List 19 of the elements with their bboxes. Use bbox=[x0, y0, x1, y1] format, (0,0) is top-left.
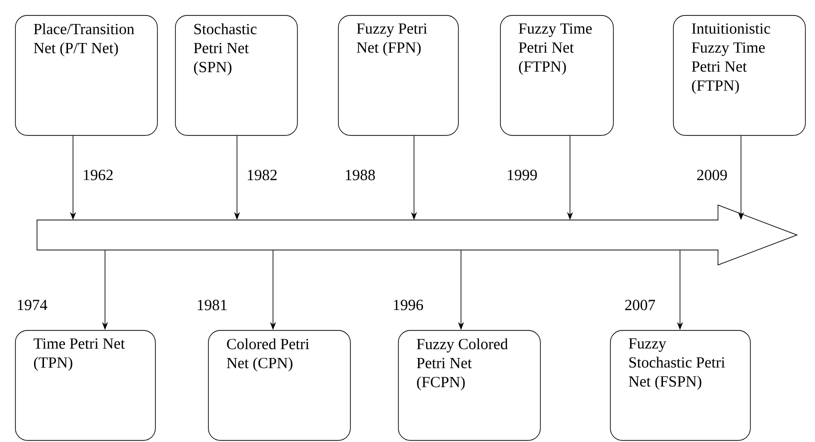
year-label: 2007 bbox=[625, 300, 656, 310]
year-label: 1962 bbox=[84, 170, 113, 180]
year-label: 1996 bbox=[394, 300, 424, 310]
year-label: 1988 bbox=[346, 170, 375, 180]
event-box: Intuitionistic Fuzzy Time Petri Net (FTPN) bbox=[673, 15, 806, 136]
event-box: Stochastic Petri Net (SPN) bbox=[175, 15, 298, 136]
event-box: Time Petri Net (TPN) bbox=[15, 330, 156, 441]
event-box: Place/Transition Net (P/T Net) bbox=[15, 15, 158, 136]
year-label: 1974 bbox=[18, 300, 48, 310]
event-box: Fuzzy Time Petri Net (FTPN) bbox=[500, 15, 614, 136]
year-label: 2009 bbox=[697, 170, 727, 180]
event-box: Colored Petri Net (CPN) bbox=[208, 330, 351, 441]
year-label: 1999 bbox=[508, 170, 537, 180]
timeline-arrow bbox=[36, 204, 798, 266]
event-box: Fuzzy Colored Petri Net (FCPN) bbox=[398, 330, 541, 441]
event-box: Fuzzy Stochastic Petri Net (FSPN) bbox=[610, 330, 751, 441]
year-label: 1982 bbox=[248, 170, 277, 180]
event-box: Fuzzy Petri Net (FPN) bbox=[338, 15, 459, 136]
year-label: 1981 bbox=[198, 300, 227, 310]
